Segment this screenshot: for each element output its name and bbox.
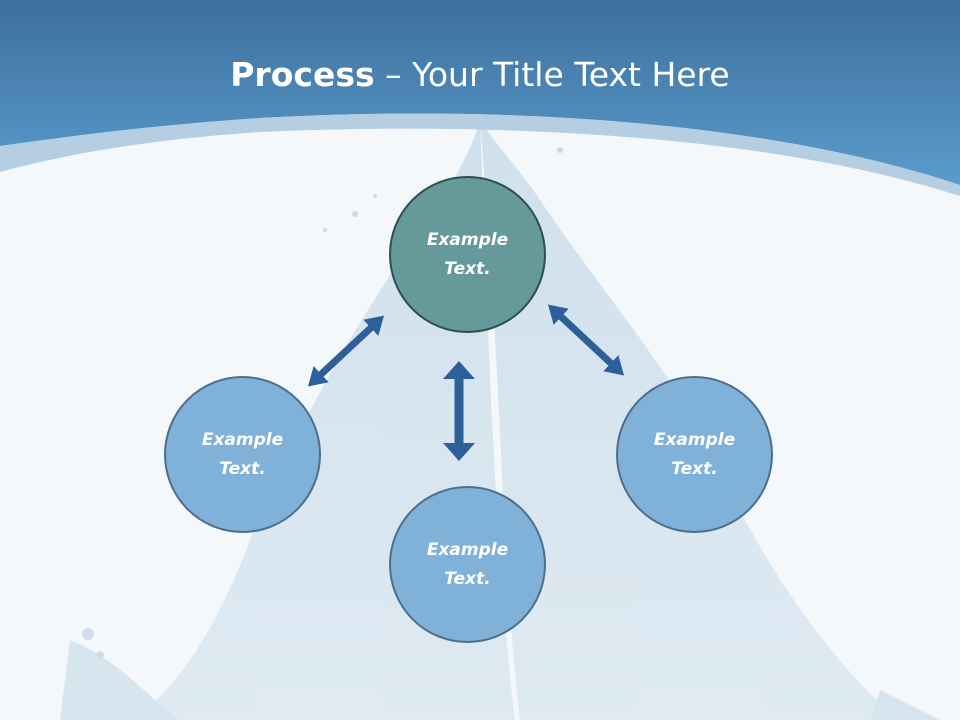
slide-title: Process – Your Title Text Here [0,54,960,96]
node-bottom-label: Example Text. [426,539,509,589]
node-left-label: Example Text. [201,429,284,479]
process-node-right[interactable]: Example Text. [616,376,773,533]
node-right-label: Example Text. [653,429,736,479]
process-node-left[interactable]: Example Text. [164,376,321,533]
node-top-label: Example Text. [426,229,509,279]
process-node-bottom[interactable]: Example Text. [389,486,546,643]
title-bold: Process [230,55,375,94]
title-rest: – Your Title Text Here [374,55,730,94]
process-node-top[interactable]: Example Text. [389,176,546,333]
header-swoosh [0,113,960,196]
header-band [0,0,960,185]
